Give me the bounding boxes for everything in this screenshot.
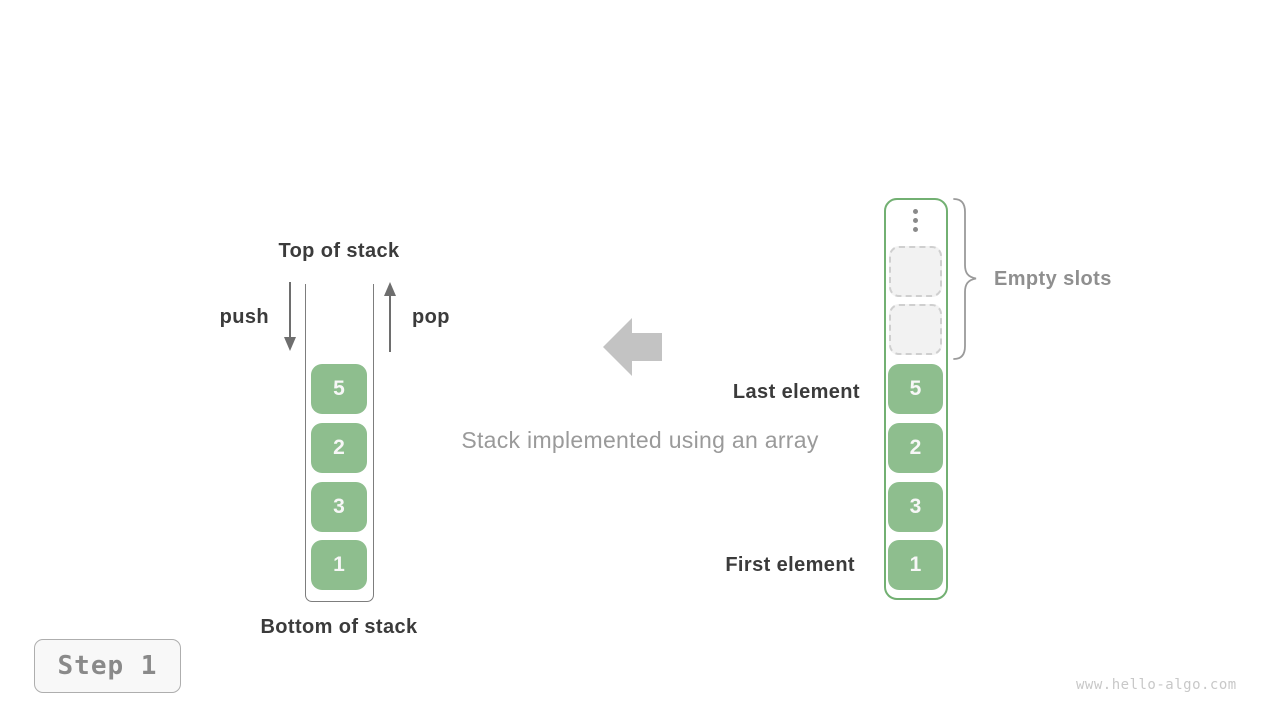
first-element-label: First element <box>725 554 855 576</box>
pop-up-arrow-icon <box>384 282 396 352</box>
array-element: 1 <box>888 540 943 590</box>
array-element: 3 <box>888 482 943 532</box>
stack-element: 5 <box>311 364 367 414</box>
left-block-arrow-icon <box>603 318 662 376</box>
empty-slots-label: Empty slots <box>994 268 1112 290</box>
vertical-ellipsis-icon <box>913 209 918 232</box>
empty-slot <box>889 246 942 297</box>
step-badge: Step 1 <box>34 639 181 693</box>
stack-element: 1 <box>311 540 367 590</box>
stack-container <box>305 284 374 602</box>
push-down-arrow-icon <box>284 282 296 351</box>
last-element-label: Last element <box>732 381 860 403</box>
array-element: 2 <box>888 423 943 473</box>
stack-element: 3 <box>311 482 367 532</box>
bottom-of-stack-label: Bottom of stack <box>260 616 418 638</box>
diagram-caption: Stack implemented using an array <box>461 427 819 453</box>
stack-element: 2 <box>311 423 367 473</box>
array-element: 5 <box>888 364 943 414</box>
empty-slot <box>889 304 942 355</box>
pop-label: pop <box>412 306 450 328</box>
push-label: push <box>219 306 269 328</box>
curly-brace-icon <box>953 198 977 360</box>
watermark-url: www.hello-algo.com <box>1076 677 1237 693</box>
top-of-stack-label: Top of stack <box>278 240 400 262</box>
